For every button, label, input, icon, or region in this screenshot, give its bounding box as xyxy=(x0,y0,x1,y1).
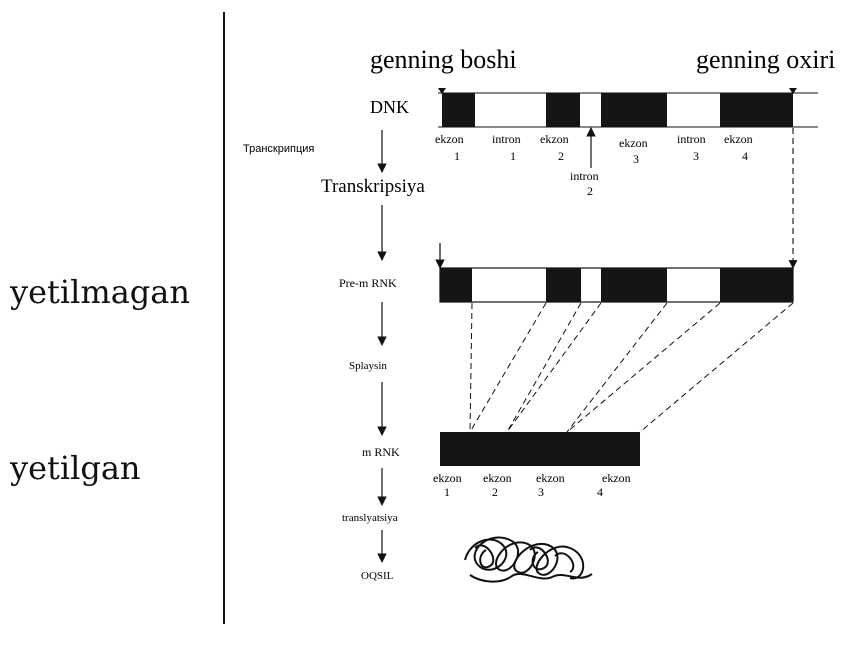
label-immature: yetilmagan xyxy=(10,273,190,311)
protein-label: OQSIL xyxy=(361,570,394,582)
dna-ekzon-3-number: 3 xyxy=(633,152,639,166)
mrna-ekzon-2-number: 2 xyxy=(492,485,498,499)
dna-strand xyxy=(438,88,818,128)
mrna-ekzon-4: ekzon xyxy=(602,471,631,485)
dna-ekzon-1-number: 1 xyxy=(454,149,460,163)
dna-ekzon-2: ekzon xyxy=(540,132,569,146)
dna-intron-2: intron xyxy=(570,169,599,183)
splicing-label: Splaysin xyxy=(349,360,387,372)
gene-start-label: genning boshi xyxy=(370,45,517,74)
dna-intron-3: intron xyxy=(677,132,706,146)
pre-mrna-strand xyxy=(439,267,794,303)
splicing-connectors xyxy=(469,302,794,433)
mrna-label: m RNK xyxy=(362,445,400,459)
pre-mrna-exon-4 xyxy=(720,268,793,302)
dna-ekzon-4: ekzon xyxy=(724,132,753,146)
dna-intron-1-number: 1 xyxy=(510,149,516,163)
dna-exon-2 xyxy=(546,93,580,127)
mrna-ekzon-1: ekzon xyxy=(433,471,462,485)
dna-ekzon-4-number: 4 xyxy=(742,149,748,163)
dna-intron-3-number: 3 xyxy=(693,149,699,163)
dna-intron-2-number: 2 xyxy=(587,184,593,198)
dna-exon-1 xyxy=(442,93,475,127)
dna-ekzon-2-number: 2 xyxy=(558,149,564,163)
protein-squiggle-icon xyxy=(464,536,593,583)
dna-exon-4 xyxy=(720,93,793,127)
mrna-ekzon-3: ekzon xyxy=(536,471,565,485)
translation-label: translyatsiya xyxy=(342,512,398,524)
mrna-strand xyxy=(440,432,640,466)
mrna-ekzon-2: ekzon xyxy=(483,471,512,485)
dna-ekzon-1: ekzon xyxy=(435,132,464,146)
dna-labels: ekzon 1 intron 1 ekzon 2 ekzon 3 intron … xyxy=(435,132,753,198)
pre-mrna-exon-3 xyxy=(601,268,667,302)
vertical-divider xyxy=(223,12,225,624)
dna-exon-3 xyxy=(601,93,667,127)
mrna-ekzon-4-number: 4 xyxy=(597,485,603,499)
pre-mrna-exon-2 xyxy=(546,268,581,302)
mrna-labels: ekzon 1 ekzon 2 ekzon 3 ekzon 4 xyxy=(433,471,631,499)
gene-end-label: genning oxiri xyxy=(696,45,835,74)
transcription-label: Transkripsiya xyxy=(321,176,425,197)
pre-mrna-label: Pre-m RNK xyxy=(339,276,397,290)
mrna-ekzon-1-number: 1 xyxy=(444,485,450,499)
pre-mrna-exon-1 xyxy=(440,268,472,302)
dna-intron-1: intron xyxy=(492,132,521,146)
dna-label: DNK xyxy=(370,97,409,117)
transcription-ru-label: Транскрипция xyxy=(243,143,314,155)
label-mature: yetilgan xyxy=(10,449,141,487)
dna-ekzon-3: ekzon xyxy=(619,136,648,150)
mrna-ekzon-3-number: 3 xyxy=(538,485,544,499)
